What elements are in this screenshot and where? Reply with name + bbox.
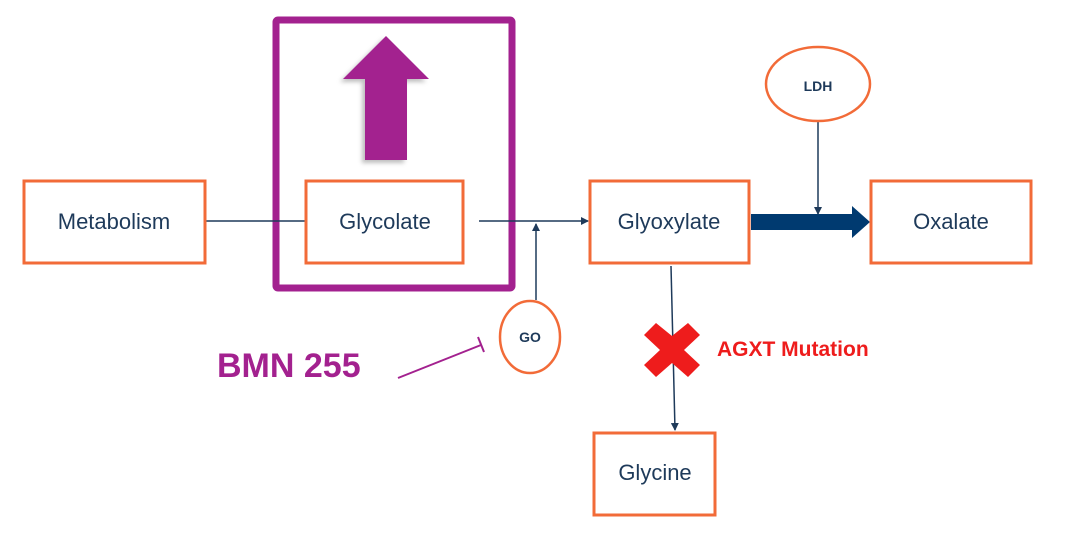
node-oxalate-label: Oxalate (913, 209, 989, 234)
enzyme-go: GO (498, 299, 562, 375)
node-glyoxylate-label: Glyoxylate (618, 209, 721, 234)
node-glycolate: Glycolate (304, 179, 465, 265)
mutation-label: AGXT Mutation (717, 338, 869, 361)
increase-arrow-icon (343, 36, 429, 160)
node-oxalate: Oxalate (869, 179, 1033, 265)
edge-bmn255-inhibits-go (397, 344, 482, 379)
enzyme-ldh: LDH (764, 45, 872, 123)
enzyme-ldh-label: LDH (804, 78, 833, 94)
node-metabolism: Metabolism (22, 179, 207, 265)
drug-label: BMN 255 (217, 347, 361, 385)
enzyme-go-label: GO (519, 329, 541, 345)
blocked-x-icon (644, 323, 700, 377)
node-glycine-label: Glycine (618, 460, 691, 485)
node-glyoxylate: Glyoxylate (588, 179, 751, 265)
node-glycolate-label: Glycolate (339, 209, 431, 234)
node-metabolism-label: Metabolism (58, 209, 170, 234)
node-glycine: Glycine (592, 431, 717, 517)
inhibition-bar (477, 336, 485, 353)
edge-glyoxylate-oxalate (751, 206, 870, 238)
glycolate-highlight-box (272, 16, 516, 292)
